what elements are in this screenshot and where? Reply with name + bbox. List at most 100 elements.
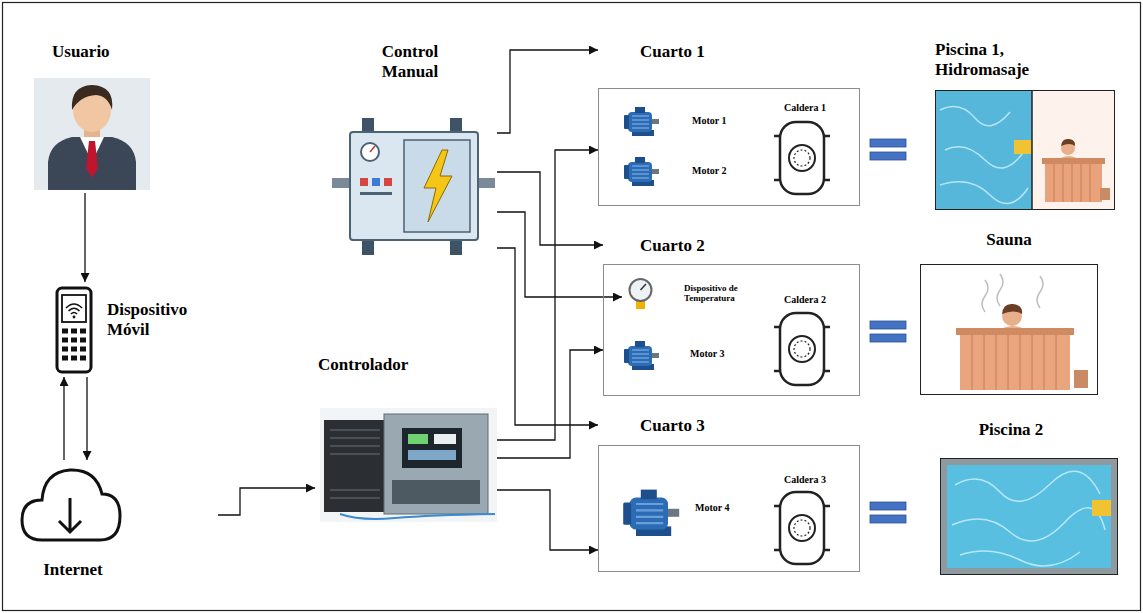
- pool-hot-tub-picture: [1014, 140, 1032, 154]
- node-label: Caldera 1: [784, 102, 826, 114]
- control-panel-icon: [372, 178, 380, 186]
- connector-arrow: [497, 350, 603, 458]
- connector-arrow: [63, 377, 64, 460]
- diagram-node: Motor 2: [622, 154, 732, 192]
- node-label: Piscina 1, Hidromasaje: [935, 40, 1075, 79]
- node-label: Dispositivo Móvil: [107, 300, 207, 339]
- diagram-node: Motor 4: [620, 484, 740, 550]
- connector-arrow: [497, 248, 598, 425]
- equals-sign: [870, 515, 906, 523]
- motor-icons: [624, 157, 659, 186]
- equals-sign: [870, 139, 906, 523]
- equals-sign: [870, 502, 906, 510]
- mobile-phone-icon: [62, 331, 86, 358]
- node-label: Control Manual: [365, 42, 455, 81]
- node-label: Caldera 3: [784, 474, 826, 486]
- node-label: Motor 4: [695, 502, 730, 514]
- diagram-node: Caldera 2: [768, 292, 840, 392]
- plc-controller-icon: [392, 480, 480, 504]
- boiler-icons: [774, 122, 830, 194]
- connector-arrow: [86, 377, 87, 460]
- mobile-phone-icon: [57, 288, 91, 372]
- diagram-node: Sauna: [918, 226, 1102, 398]
- node-frame: [920, 264, 1098, 395]
- pool-hot-tub-picture: [1045, 164, 1102, 202]
- diagram-node: Motor 3: [622, 336, 732, 374]
- pool-picture: [941, 459, 1117, 574]
- pool-hot-tub-picture: [1042, 158, 1105, 164]
- plc-controller-icon: [320, 408, 497, 522]
- sauna-picture: [1002, 304, 1022, 314]
- pool-hot-tub-picture: [940, 106, 1028, 203]
- temperature-gauge-icon: [630, 279, 652, 309]
- user-icon: [34, 78, 150, 190]
- figure-border: [3, 3, 1141, 611]
- connector-arrow: [84, 193, 85, 282]
- equals-sign: [870, 321, 906, 329]
- node-label: Sauna: [918, 230, 1100, 250]
- equals-sign: [870, 152, 906, 160]
- plc-controller-icon: [384, 414, 488, 514]
- mobile-phone-icon: [73, 316, 76, 319]
- pool-picture: [1092, 500, 1111, 516]
- temperature-gauge-icon: [641, 284, 647, 290]
- cloud-icon: [22, 470, 120, 540]
- node-frame: [940, 458, 1118, 575]
- connector-arrow: [497, 172, 603, 245]
- control-panel-icon: [370, 146, 375, 152]
- node-label: Piscina 2: [936, 420, 1086, 440]
- plc-controller-icon: [330, 430, 380, 498]
- diagram-node: Usuario: [28, 38, 153, 193]
- plc-controller-icon: [434, 434, 456, 444]
- pool-hot-tub-picture: [1061, 139, 1075, 146]
- pool-picture: [952, 471, 1105, 566]
- pool-hot-tub-picture: [936, 91, 1114, 209]
- temperature-gauge-icon: [630, 279, 652, 301]
- pool-hot-tub-picture: [1033, 91, 1114, 209]
- boiler-icons: [774, 313, 830, 385]
- plc-controller-icon: [340, 514, 495, 519]
- mobile-phone-icon: [66, 304, 82, 314]
- user-icon: [72, 85, 113, 110]
- diagram-node: Cuarto 3 Motor 4 Caldera 3: [598, 412, 860, 574]
- sauna-picture: [960, 335, 1070, 390]
- connector-arrow: [218, 488, 315, 515]
- boiler-icons: [774, 492, 830, 564]
- pool-picture: [941, 459, 1117, 574]
- cloud-icon: [59, 498, 81, 532]
- connector-arrow: [497, 50, 598, 133]
- mobile-phone-icon: [57, 288, 91, 372]
- connector-arrow: [497, 150, 598, 440]
- plc-controller-icon: [408, 450, 456, 460]
- node-label: Motor 3: [690, 348, 725, 360]
- control-panel-icon: [404, 140, 470, 232]
- sauna-picture: [956, 328, 1074, 335]
- sauna-picture: [972, 335, 1056, 390]
- node-label: Cuarto 1: [640, 42, 705, 62]
- node-label: Motor 2: [692, 165, 727, 177]
- node-label: Controlador: [318, 355, 408, 375]
- control-panel-icon: [384, 178, 392, 186]
- cloud-icon: [22, 470, 120, 540]
- diagram-node: Piscina 1, Hidromasaje: [930, 40, 1118, 212]
- pool-hot-tub-picture: [1054, 164, 1090, 202]
- motor-icons: [624, 107, 659, 136]
- connector-arrow: [497, 490, 598, 550]
- sauna-picture: [956, 274, 1088, 390]
- motor-icons: [623, 490, 679, 536]
- boiler-icons: [774, 122, 830, 564]
- plc-controller-icon: [402, 428, 462, 468]
- plc-controller-icon: [408, 434, 428, 444]
- control-panel-icon: [424, 150, 452, 222]
- equals-sign: [870, 334, 906, 342]
- diagram-node: Piscina 2: [936, 418, 1118, 578]
- control-panel-icon: [360, 178, 368, 186]
- node-label: Cuarto 3: [640, 416, 705, 436]
- pool-hot-tub-picture: [1031, 91, 1033, 209]
- diagram-node: Motor 1: [622, 104, 732, 142]
- pool-hot-tub-picture: [1100, 188, 1110, 200]
- node-label: Cuarto 2: [640, 236, 705, 256]
- pool-hot-tub-picture: [936, 91, 1032, 209]
- node-label: Motor 1: [692, 115, 727, 127]
